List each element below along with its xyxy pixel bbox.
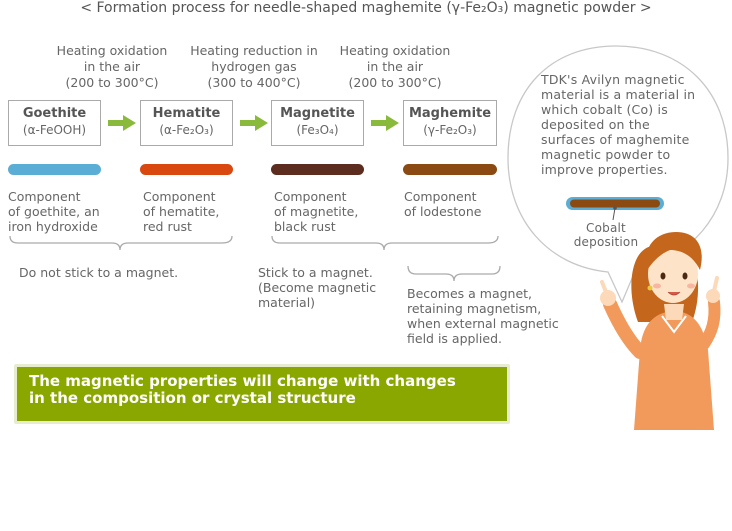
compound-box-maghemite: Maghemite (γ-Fe₂O₃): [403, 100, 497, 146]
speech-bubble-illustration: [507, 45, 729, 430]
compound-box-magnetite: Magnetite (Fe₃O₄): [271, 100, 364, 146]
note-line: Becomes a magnet,: [407, 286, 533, 301]
compound-name: Maghemite: [408, 106, 492, 121]
compound-name: Magnetite: [280, 106, 355, 121]
note-not-stick: Do not stick to a magnet.: [19, 265, 179, 280]
compound-formula: (α-FeOOH): [22, 123, 87, 137]
component-line: of goethite, an: [8, 204, 100, 219]
arrow-right-icon: [371, 115, 399, 131]
color-bar-hematite: [140, 164, 233, 175]
process-1-line2: in the air: [83, 59, 141, 74]
pointer-dot: [613, 206, 617, 210]
process-2-line2: hydrogen gas: [211, 59, 297, 74]
process-3-line3: (200 to 300°C): [348, 75, 442, 90]
bubble-line: which cobalt (Co) is: [541, 102, 668, 117]
note-line: (Become magnetic: [258, 280, 377, 295]
note-stick: Stick to a magnet. (Become magnetic mate…: [258, 265, 408, 310]
component-line: of lodestone: [404, 204, 482, 219]
woman-character-illustration: [600, 232, 721, 430]
maghemite-rod: [570, 199, 660, 208]
component-line: red rust: [143, 219, 192, 234]
arrow-right-icon: [240, 115, 268, 131]
process-1-line1: Heating oxidation: [56, 43, 168, 58]
component-line: Component: [8, 189, 81, 204]
component-goethite: Component of goethite, an iron hydroxide: [8, 189, 138, 234]
component-hematite: Component of hematite, red rust: [143, 189, 268, 234]
note-line: Stick to a magnet.: [258, 265, 373, 280]
arrow-right-icon: [108, 115, 136, 131]
color-bar-magnetite: [271, 164, 364, 175]
banner-line: in the composition or crystal structure: [29, 389, 356, 407]
component-line: of magnetite,: [274, 204, 359, 219]
banner-line: The magnetic properties will change with…: [29, 372, 456, 390]
compound-name: Goethite: [22, 106, 87, 121]
compound-box-hematite: Hematite (α-Fe₂O₃): [140, 100, 233, 146]
diagram-title: < Formation process for needle-shaped ma…: [80, 0, 652, 16]
process-3-line1: Heating oxidation: [339, 43, 451, 58]
note-line: retaining magnetism,: [407, 301, 542, 316]
cobalt-line: deposition: [573, 235, 639, 249]
component-line: of hematite,: [143, 204, 220, 219]
compound-formula: (Fe₃O₄): [296, 123, 339, 137]
component-magnetite: Component of magnetite, black rust: [274, 189, 399, 234]
component-line: iron hydroxide: [8, 219, 98, 234]
bubble-line: TDK's Avilyn magnetic: [541, 72, 685, 87]
component-line: Component: [143, 189, 216, 204]
compound-formula: (α-Fe₂O₃): [159, 123, 214, 137]
bubble-line: material is a material in: [541, 87, 696, 102]
bubble-line: magnetic powder to: [541, 147, 671, 162]
component-line: Component: [274, 189, 347, 204]
note-line: field is applied.: [407, 331, 502, 346]
color-bar-maghemite: [403, 164, 497, 175]
summary-banner: The magnetic properties will change with…: [14, 364, 510, 424]
compound-name: Hematite: [152, 106, 221, 121]
pointer-line: [612, 207, 616, 221]
bubble-line: improve properties.: [541, 162, 668, 177]
component-line: black rust: [274, 219, 336, 234]
bubble-text: TDK's Avilyn magnetic material is a mate…: [541, 72, 711, 177]
note-becomes-magnet: Becomes a magnet, retaining magnetism, w…: [407, 286, 597, 346]
process-1-line3: (200 to 300°C): [65, 75, 159, 90]
brace-maghemite: [407, 265, 501, 282]
brace-not-magnetic: [9, 235, 233, 251]
component-maghemite: Component of lodestone: [404, 189, 529, 219]
note-line: when external magnetic: [407, 316, 559, 331]
grouping-braces: [9, 235, 501, 282]
cobalt-line: Cobalt: [586, 221, 626, 235]
process-3-line2: in the air: [366, 59, 424, 74]
bubble-line: deposited on the: [541, 117, 650, 132]
component-line: Component: [404, 189, 477, 204]
cobalt-deposition-label: Cobalt deposition: [566, 221, 646, 249]
compound-box-goethite: Goethite (α-FeOOH): [8, 100, 101, 146]
process-2-line1: Heating reduction in: [190, 43, 318, 58]
color-bar-goethite: [8, 164, 101, 175]
note-line: material): [258, 295, 316, 310]
process-label-2: Heating reduction in hydrogen gas (300 t…: [180, 43, 328, 91]
process-2-line3: (300 to 400°C): [207, 75, 301, 90]
process-label-1: Heating oxidation in the air (200 to 300…: [48, 43, 176, 91]
compound-formula: (γ-Fe₂O₃): [423, 123, 477, 137]
process-label-3: Heating oxidation in the air (200 to 300…: [330, 43, 460, 91]
brace-magnetic: [271, 235, 499, 251]
bubble-line: surfaces of maghemite: [541, 132, 690, 147]
